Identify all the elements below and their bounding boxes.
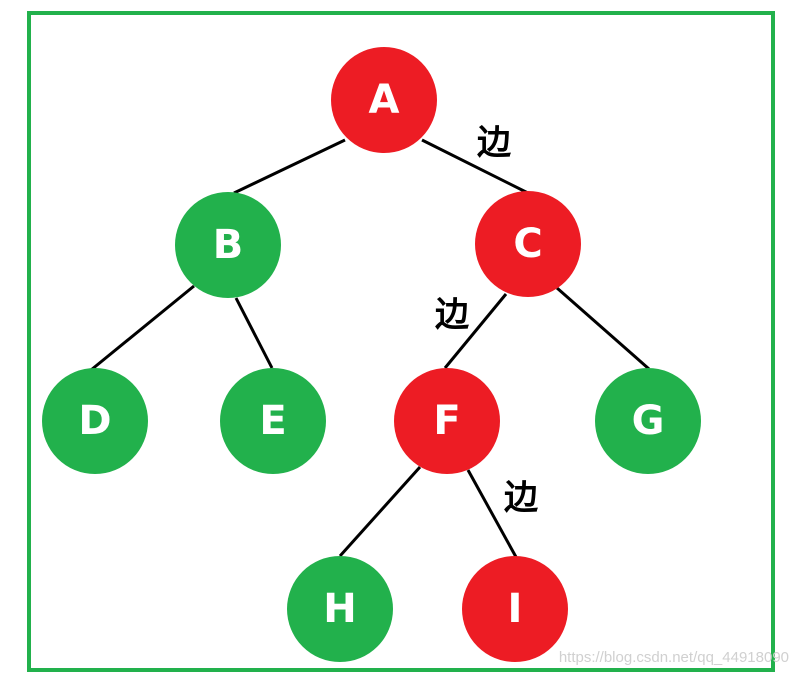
node-d: D — [42, 368, 148, 474]
node-f: F — [394, 368, 500, 474]
node-g-label: G — [632, 398, 665, 444]
node-e-label: E — [259, 398, 286, 444]
nodes-group: A B C D E F G H — [42, 47, 701, 662]
edge-label-a-c: 边 — [477, 123, 511, 163]
edge-b-e — [234, 297, 274, 369]
edge-label-f-i: 边 — [504, 478, 538, 518]
node-b-label: B — [213, 222, 244, 268]
edge-label-c-f: 边 — [435, 295, 469, 335]
node-h-label: H — [323, 586, 356, 632]
edge-a-b — [233, 138, 346, 195]
node-b: B — [175, 192, 281, 298]
node-d-label: D — [78, 398, 111, 444]
node-a: A — [331, 47, 437, 153]
node-i-label: I — [508, 586, 523, 632]
edge-f-i — [466, 469, 518, 558]
node-h: H — [287, 556, 393, 662]
edge-b-d — [90, 284, 195, 372]
edge-c-f — [443, 293, 508, 369]
node-e: E — [220, 368, 326, 474]
node-g: G — [595, 368, 701, 474]
edge-f-h — [338, 465, 422, 558]
node-c-label: C — [513, 221, 542, 267]
node-a-label: A — [369, 77, 400, 123]
edge-a-c — [421, 138, 529, 195]
node-f-label: F — [433, 398, 460, 444]
diagram-frame — [27, 11, 775, 672]
node-i: I — [462, 556, 568, 662]
node-c: C — [475, 191, 581, 297]
edges-group — [90, 138, 650, 558]
edge-c-g — [556, 286, 650, 371]
watermark-text: https://blog.csdn.net/qq_44918090 — [559, 649, 789, 666]
